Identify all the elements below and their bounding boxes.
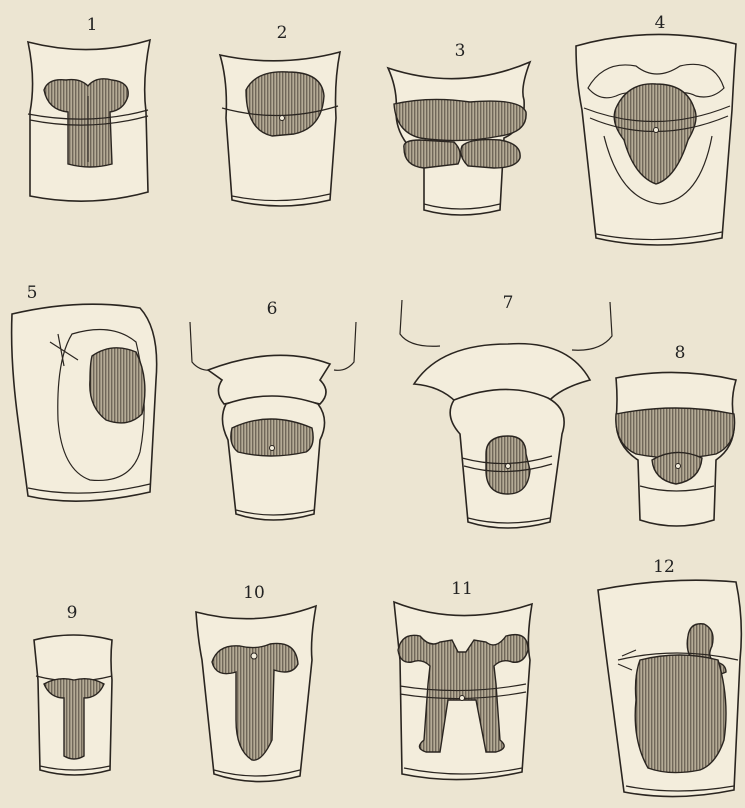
figure-12-label: 12: [653, 557, 675, 577]
figure-2: 2: [220, 23, 340, 206]
figure-12: 12: [598, 557, 741, 797]
figure-1-label: 1: [87, 15, 98, 35]
figure-6-label: 6: [267, 299, 278, 319]
figure-4-label: 4: [655, 13, 666, 33]
figure-9-label: 9: [67, 603, 78, 623]
figure-5-label: 5: [27, 283, 38, 303]
figure-3: 3: [388, 41, 530, 215]
figure-9: 9: [34, 603, 112, 775]
figure-11-label: 11: [451, 579, 473, 599]
figure-7: 7: [400, 293, 612, 528]
figure-2-label: 2: [277, 23, 288, 43]
figure-11: 11: [394, 579, 532, 780]
figure-10-label: 10: [243, 583, 265, 603]
figure-8-label: 8: [675, 343, 686, 363]
figure-4: 4: [576, 13, 736, 245]
figure-8: 8: [616, 343, 736, 526]
figure-6: 6: [190, 299, 356, 520]
figure-1: 1: [28, 15, 150, 201]
figure-10: 10: [196, 583, 316, 782]
figure-5: 5: [12, 283, 157, 501]
figure-3-label: 3: [455, 41, 466, 61]
figure-7-label: 7: [503, 293, 514, 313]
